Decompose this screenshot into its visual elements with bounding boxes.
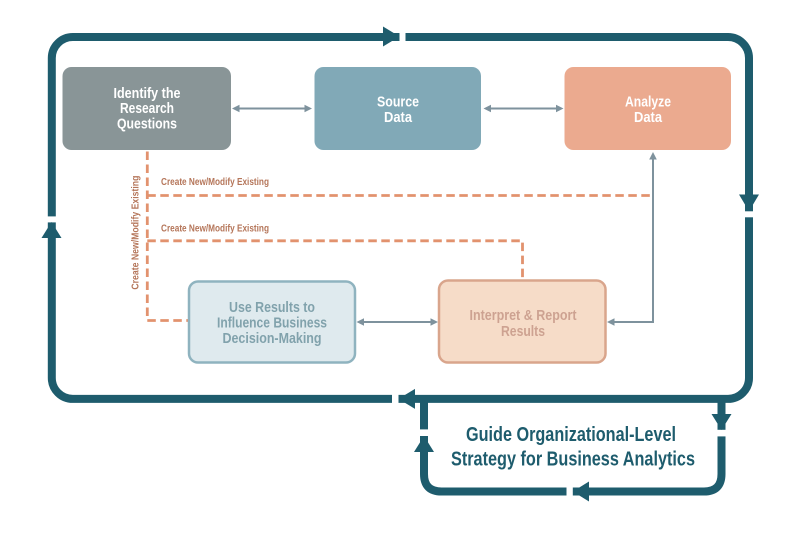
svg-text:Strategy for Business Analytic: Strategy for Business Analytics xyxy=(451,449,695,471)
svg-text:Decision-Making: Decision-Making xyxy=(223,330,322,347)
svg-text:Interpret & Report: Interpret & Report xyxy=(470,307,577,324)
svg-text:Identify the: Identify the xyxy=(114,85,181,102)
svg-text:Create New/Modify Existing: Create New/Modify Existing xyxy=(161,223,269,234)
svg-text:Data: Data xyxy=(384,109,413,126)
svg-text:Data: Data xyxy=(634,109,663,126)
svg-text:Research: Research xyxy=(120,100,174,117)
svg-text:Analyze: Analyze xyxy=(625,93,671,110)
svg-text:Results: Results xyxy=(501,323,545,340)
svg-text:Use Results to: Use Results to xyxy=(229,299,315,316)
svg-text:Create New/Modify Existing: Create New/Modify Existing xyxy=(131,176,142,290)
svg-text:Questions: Questions xyxy=(117,115,177,132)
svg-text:Source: Source xyxy=(377,93,419,110)
svg-text:Create New/Modify Existing: Create New/Modify Existing xyxy=(161,177,269,188)
svg-text:Influence Business: Influence Business xyxy=(217,315,327,332)
svg-text:Guide Organizational-Level: Guide Organizational-Level xyxy=(466,424,676,446)
